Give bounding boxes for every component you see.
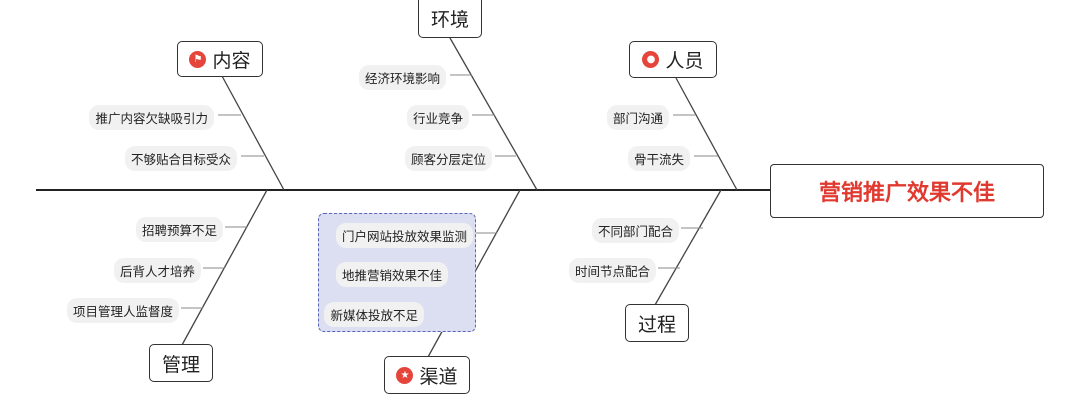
cause-item[interactable]: 推广内容欠缺吸引力 — [89, 105, 214, 130]
category-label: 环境 — [430, 9, 469, 31]
category-label: 内容 — [212, 49, 251, 72]
bone-people — [675, 77, 738, 191]
category-management[interactable]: 管理 — [149, 344, 213, 382]
cause-item[interactable]: 不够贴合目标受众 — [124, 146, 237, 171]
bone-environment — [449, 37, 538, 191]
cause-item[interactable]: 顾客分层定位 — [404, 146, 492, 171]
cause-item[interactable]: 部门沟通 — [606, 105, 669, 130]
category-content[interactable]: ⚑ 内容 — [177, 41, 263, 77]
cause-item[interactable]: 招聘预算不足 — [135, 217, 223, 242]
problem-head-label: 营销推广效果不佳 — [818, 181, 995, 206]
category-environment[interactable]: 环境 — [418, 0, 482, 38]
person-icon: ● — [642, 51, 660, 68]
cause-item[interactable]: 新媒体投放不足 — [324, 302, 424, 327]
bone-process — [654, 189, 722, 306]
cause-item[interactable]: 行业竞争 — [406, 105, 469, 130]
cause-item[interactable]: 不同部门配合 — [591, 218, 679, 243]
category-process[interactable]: 过程 — [625, 304, 689, 342]
category-people[interactable]: ● 人员 — [629, 41, 717, 78]
cause-item[interactable]: 经济环境影响 — [358, 65, 446, 90]
cause-item[interactable]: 后背人才培养 — [113, 258, 201, 283]
bone-content — [221, 75, 285, 191]
category-label: 渠道 — [419, 365, 458, 388]
cause-item[interactable]: 骨干流失 — [627, 146, 690, 171]
category-channel[interactable]: ★ 渠道 — [384, 356, 470, 394]
cause-item[interactable]: 门户网站投放效果监测 — [335, 223, 473, 248]
cause-item[interactable]: 时间节点配合 — [568, 258, 656, 283]
category-label: 人员 — [665, 50, 704, 72]
star-icon: ★ — [396, 366, 414, 384]
cause-item[interactable]: 项目管理人监督度 — [66, 298, 179, 323]
flag-icon: ⚑ — [189, 50, 207, 68]
problem-head[interactable]: 营销推广效果不佳 — [770, 164, 1044, 218]
category-label: 管理 — [161, 353, 200, 376]
cause-item[interactable]: 地推营销效果不佳 — [335, 262, 448, 287]
category-label: 过程 — [637, 313, 676, 336]
